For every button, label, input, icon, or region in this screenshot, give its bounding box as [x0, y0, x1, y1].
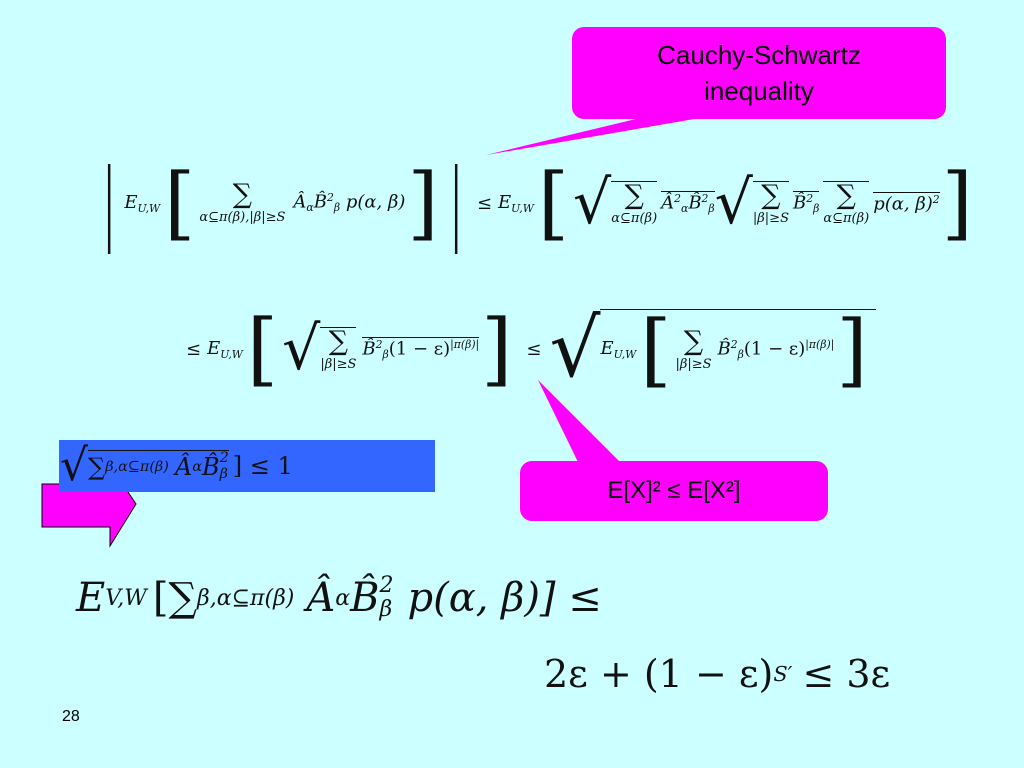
cauchy-callout-line2: inequality — [704, 76, 814, 106]
equation-line-1: | EU,W [ ∑ α⊆π(β),|β|≥S ÂαB̂2β p(α, β) ]… — [103, 150, 973, 255]
line2-expectation-2: EU,W — [600, 338, 637, 361]
sqrt-2-tail: p(α, β)2 — [873, 191, 940, 215]
highlighted-inequality-box — [59, 440, 435, 492]
equation-line-2: ≤ EU,W [ √ ∑ |β|≥S B̂2β(1 − ε)|π(β)| ] ≤… — [186, 294, 876, 404]
rhs-expectation: EU,W — [498, 191, 534, 215]
lhs-expectation: EU,W — [124, 191, 161, 215]
relation-leq-3: ≤ — [526, 338, 542, 360]
expectation-callout-text: E[X]² ≤ E[X²] — [607, 477, 741, 504]
sum-1-term: ÂαB̂2β p(α, β) — [293, 191, 406, 215]
line2-outer-sqrt: EU,W [ ∑ |β|≥S B̂2β(1 − ε)|π(β)| ] — [600, 308, 876, 390]
relation-leq-1: ≤ — [476, 192, 493, 214]
sqrt-1-sum: ∑ α⊆π(β) — [611, 179, 658, 226]
sqrt-1-term: Â2αB̂2β — [661, 190, 715, 216]
line2-sum-2: ∑ |β|≥S — [675, 325, 712, 372]
expectation-callout: E[X]² ≤ E[X²] — [520, 461, 828, 521]
cauchy-callout-line1: Cauchy-Schwartz — [657, 40, 861, 70]
relation-leq-2: ≤ — [186, 338, 202, 360]
sqrt-2-sum-b: ∑ α⊆π(β) — [823, 179, 870, 226]
sum-1: ∑ α⊆π(β),|β|≥S — [199, 179, 286, 225]
cauchy-callout-pointer — [486, 118, 700, 155]
final-equation-line-2: 2ε + (1 − ε)S′ ≤ 3ε — [544, 652, 891, 696]
line2-expectation: EU,W — [207, 337, 243, 361]
slide-number: 28 — [62, 708, 80, 725]
sqrt-2-sum-a: ∑ |β|≥S — [752, 179, 789, 226]
line2-term-2: B̂2β(1 − ε)|π(β)| — [717, 337, 835, 362]
line2-sum: ∑ |β|≥S — [320, 325, 357, 372]
line2-term: B̂2β(1 − ε)|π(β)| — [362, 336, 480, 362]
expectation-callout-pointer — [538, 380, 620, 462]
sqrt-2-term: B̂2β — [792, 190, 820, 216]
cauchy-schwartz-callout: Cauchy-Schwartz inequality — [572, 27, 946, 119]
